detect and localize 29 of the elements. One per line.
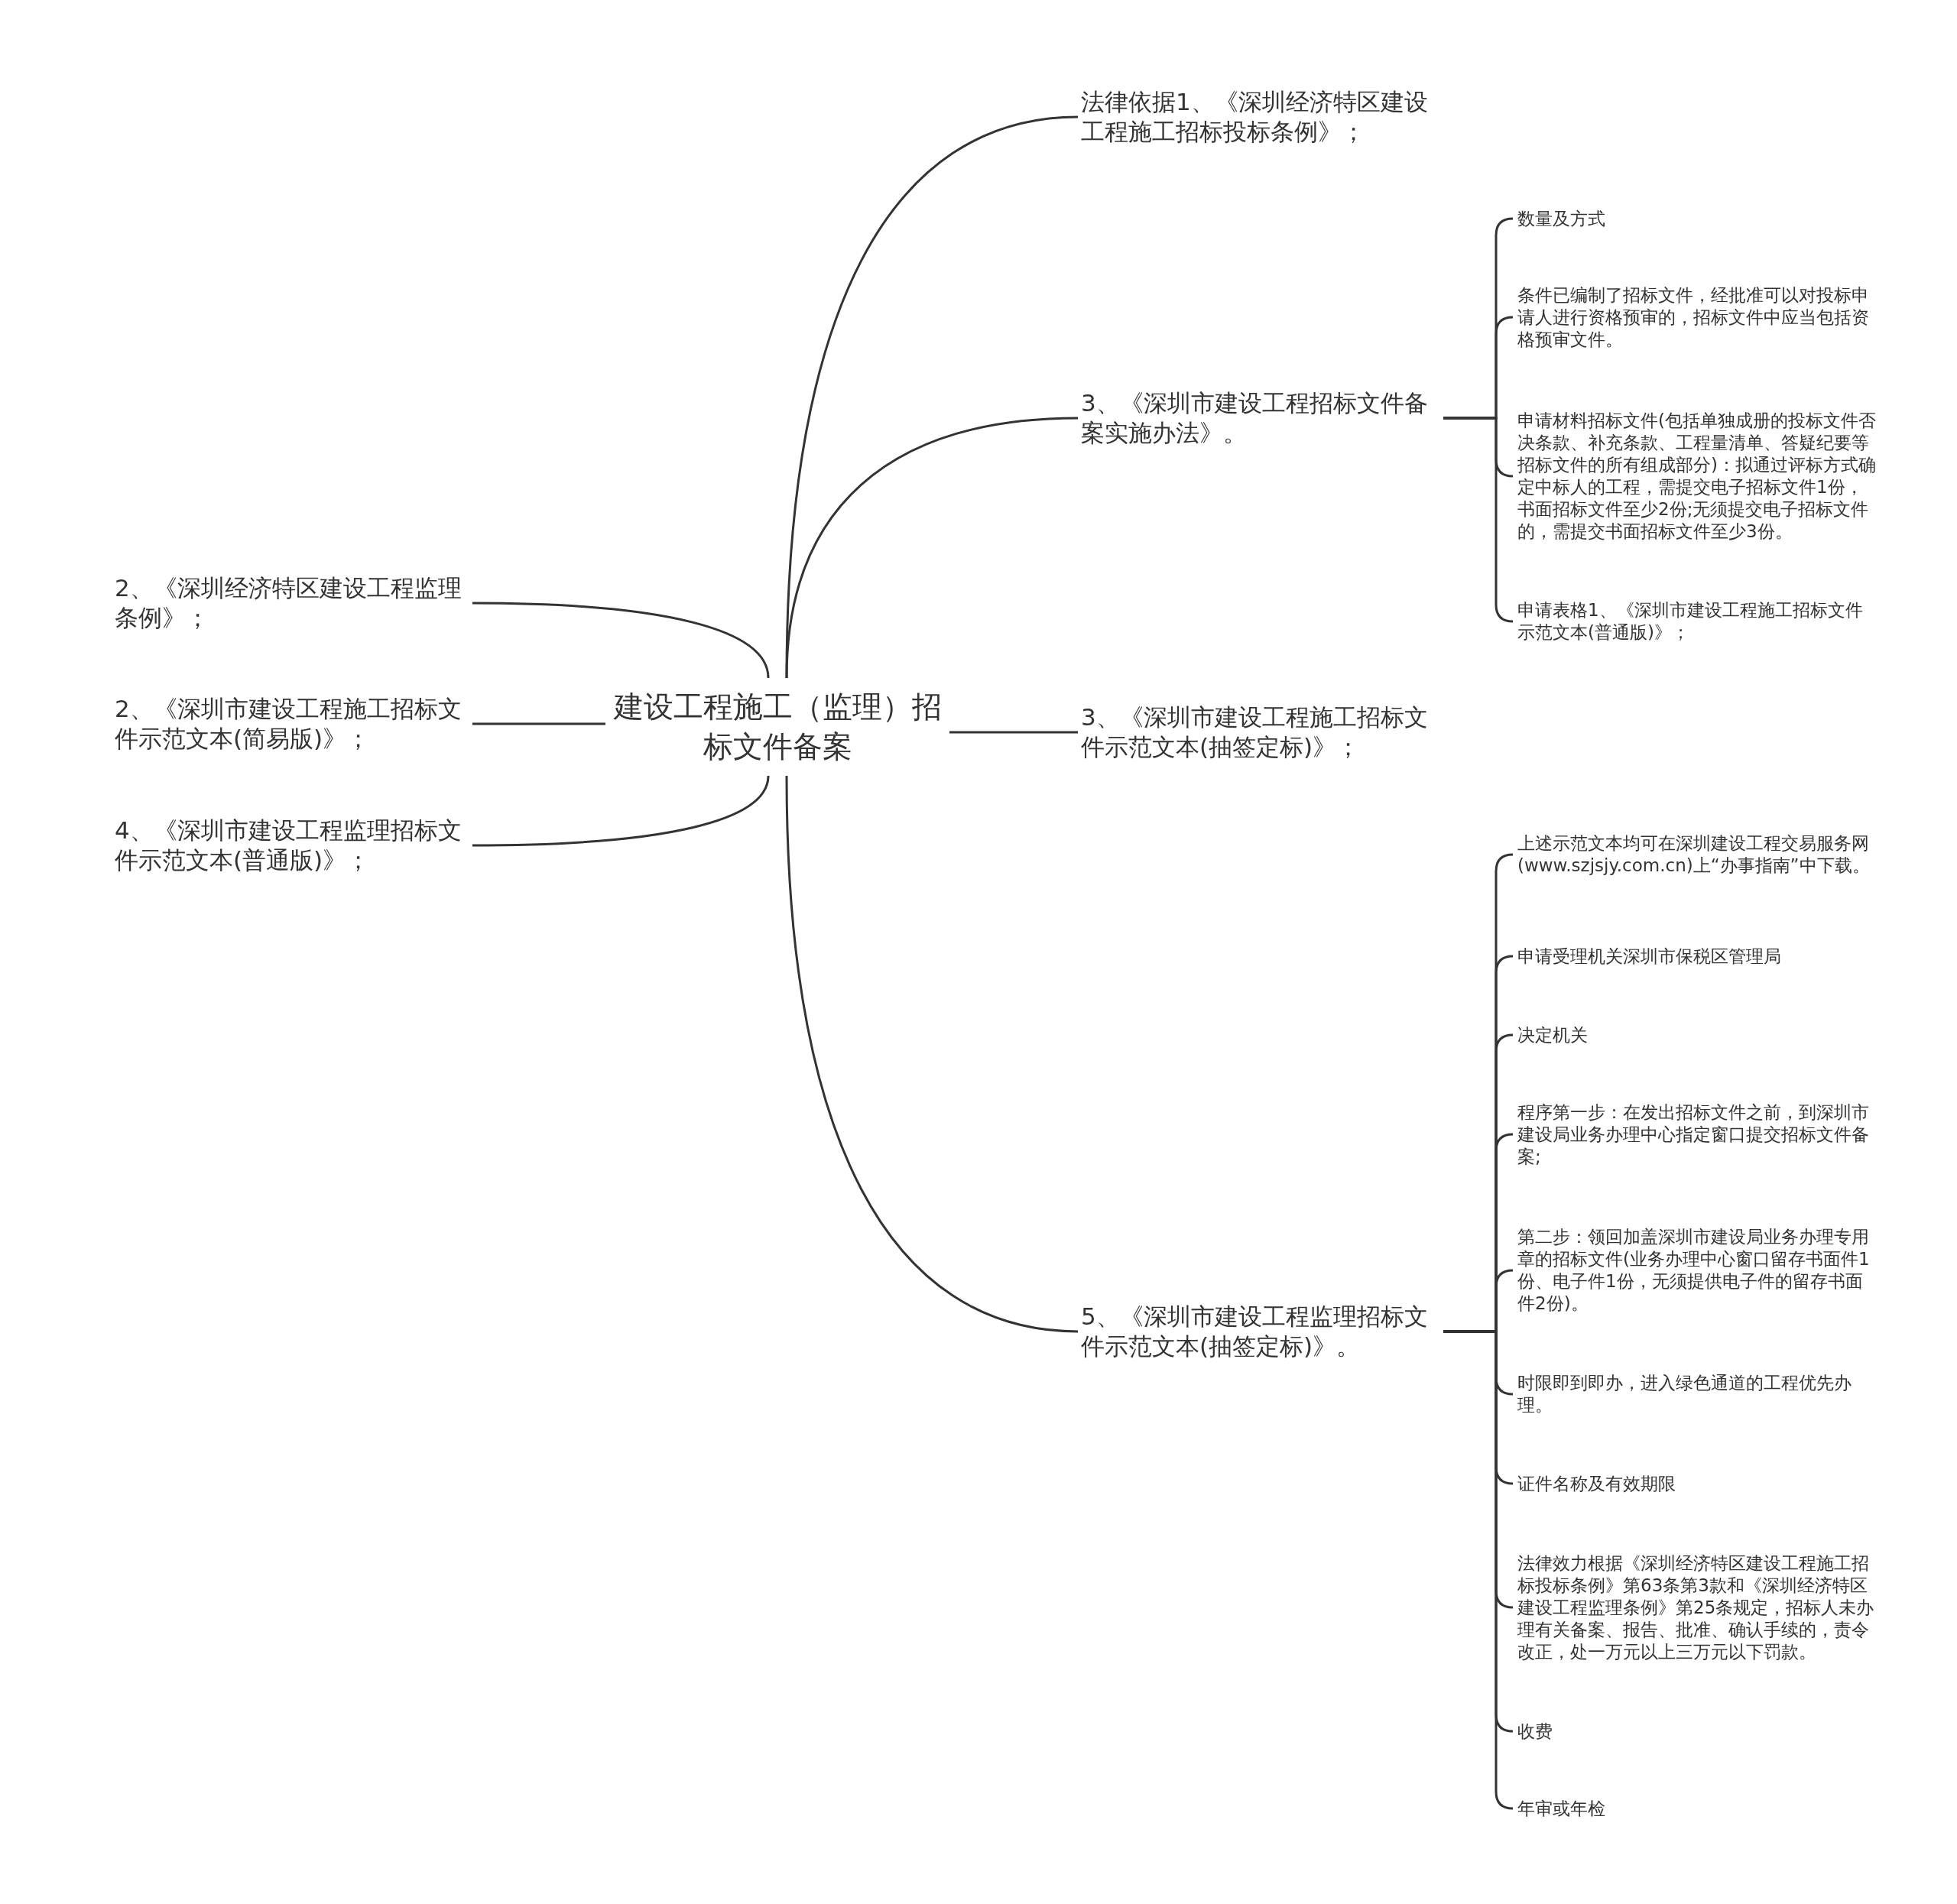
branch-topic: 3、《深圳市建设工程施工招标文件示范文本(抽签定标)》； — [1081, 702, 1429, 762]
subtopic-text: 第二步：领回加盖深圳市建设局业务办理专用章的招标文件(业务办理中心窗口留存书面件1份、电子件1份，无须提供电子件的留存书面件2份)。 — [1517, 1226, 1871, 1315]
subtopic-text: 条件已编制了招标文件，经批准可以对投标申请人进行资格预审的，招标文件中应当包括资格预审文件。 — [1517, 284, 1870, 351]
subtopic-text: 申请受理机关深圳市保税区管理局 — [1517, 945, 1782, 968]
connector-line — [472, 602, 770, 679]
branch-topic: 2、《深圳市建设工程施工招标文件示范文本(简易版)》； — [115, 694, 462, 754]
subtopic-text: 收费 — [1517, 1720, 1553, 1743]
branch-topic: 3、《深圳市建设工程招标文件备案实施办法》。 — [1081, 388, 1429, 448]
subtopic-text: 申请材料招标文件(包括单独成册的投标文件否决条款、补充条款、工程量清单、答疑纪要等招标文件的所有组成部分)：拟通过评标方式确定中标人的工程，需提交电子招标文件1份，书面招标文件至少2份;无须提交电子招标文件的，需提交书面招标文件至少3份。 — [1517, 410, 1877, 543]
connector-line — [472, 722, 605, 725]
connector-line — [785, 417, 1079, 679]
subtopic-text: 时限即到即办，进入绿色通道的工程优先办理。 — [1517, 1372, 1852, 1416]
subtopic-text: 上述示范文本均可在深圳建设工程交易服务网(www.szjsjy.com.cn)上“办事指南”中下载。 — [1517, 832, 1871, 877]
branch-topic: 2、《深圳经济特区建设工程监理条例》； — [115, 573, 462, 633]
connector-line — [472, 775, 770, 847]
subtopic-text: 证件名称及有效期限 — [1517, 1472, 1676, 1495]
subtopic-text: 法律效力根据《深圳经济特区建设工程施工招标投标条例》第63条第3款和《深圳经济特区建设工程监理条例》第25条规定，招标人未办理有关备案、报告、批准、确认手续的，责令改正，处一万元以上三万元以下罚款。 — [1517, 1552, 1875, 1663]
central-topic: 建设工程施工（监理）招标文件备案 — [612, 689, 943, 765]
branch-topic: 5、《深圳市建设工程监理招标文件示范文本(抽签定标)》。 — [1081, 1302, 1429, 1361]
branch-topic: 法律依据1、《深圳经济特区建设工程施工招标投标条例》； — [1081, 87, 1429, 147]
connector-line — [785, 115, 1079, 679]
connector-line — [785, 775, 1079, 1333]
subtopic-text: 决定机关 — [1517, 1023, 1589, 1046]
subtopic-text: 年审或年检 — [1517, 1797, 1606, 1820]
connector-line — [949, 731, 1078, 734]
subtopic-text: 数量及方式 — [1517, 207, 1606, 230]
subtopic-text: 申请表格1、《深圳市建设工程施工招标文件示范文本(普通版)》； — [1517, 599, 1864, 644]
subtopic-text: 程序第一步：在发出招标文件之前，到深圳市建设局业务办理中心指定窗口提交招标文件备案; — [1517, 1101, 1870, 1168]
branch-topic: 4、《深圳市建设工程监理招标文件示范文本(普通版)》； — [115, 816, 462, 875]
